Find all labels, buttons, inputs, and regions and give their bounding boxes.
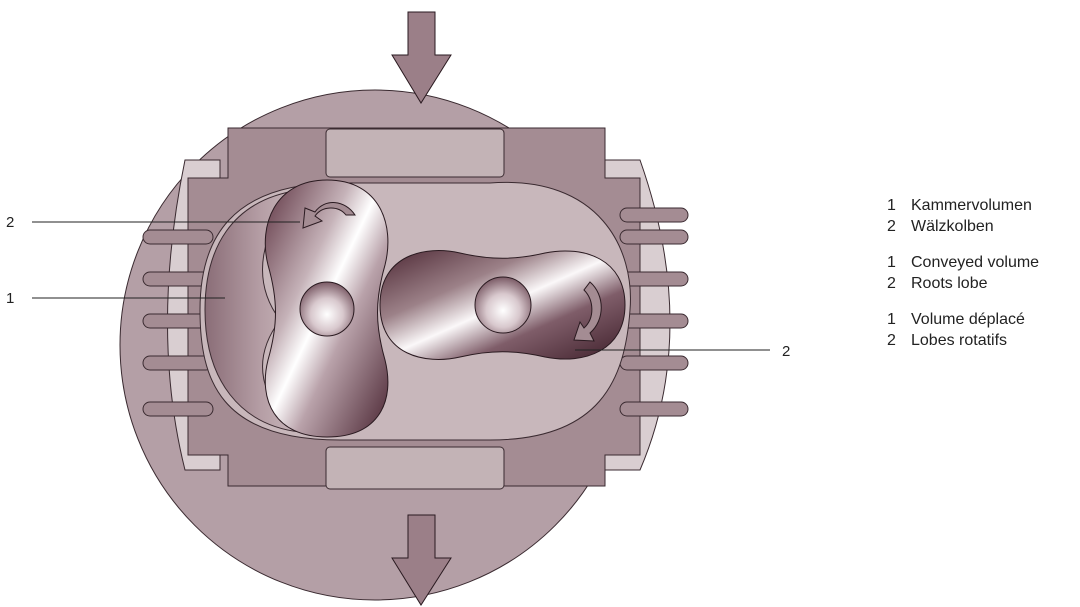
outlet-port [326, 447, 504, 489]
legend-text: Lobes rotatifs [911, 332, 1007, 349]
right-roots-lobe [380, 251, 625, 360]
inlet-port [326, 129, 504, 177]
legend-text: Kammervolumen [911, 197, 1032, 214]
left-lobe-shaft [300, 282, 354, 336]
legend-text: Conveyed volume [911, 254, 1039, 271]
left-roots-lobe [265, 180, 388, 437]
legend-number: 1 [887, 252, 911, 273]
legend-text: Volume déplacé [911, 311, 1025, 328]
callout-number-left-lobe: 2 [6, 214, 14, 231]
legend-number: 2 [887, 273, 911, 294]
legend-number: 1 [887, 309, 911, 330]
legend-text: Roots lobe [911, 275, 988, 292]
callout-number-chamber: 1 [6, 290, 14, 307]
arrow-down-icon [392, 12, 451, 103]
callout-number-right-lobe: 2 [782, 343, 790, 360]
right-lobe-shaft [475, 277, 531, 333]
legend-text: Wälzkolben [911, 218, 994, 235]
legend-number: 2 [887, 330, 911, 351]
legend-number: 1 [887, 195, 911, 216]
legend-number: 2 [887, 216, 911, 237]
